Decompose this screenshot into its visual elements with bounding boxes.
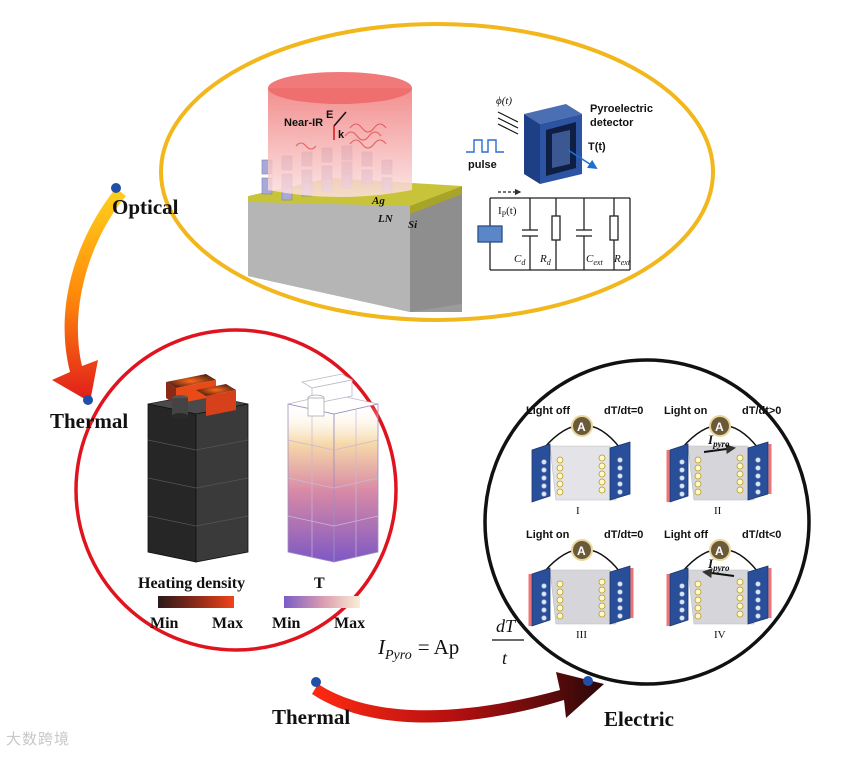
cd-label: Cd [514,253,526,267]
metasurface-device: Near-IR E k Ag LN Si [248,72,462,312]
electric-case-3: Light on dT/dt=0A III [526,529,643,641]
detector-label-line2: detector [590,117,634,129]
electric-case-1: Light off dT/dt=0A I [526,405,643,517]
case-roman-label: IV [714,629,726,641]
node-thermal-bottom [311,677,321,687]
svg-text:dT: dT [496,616,517,636]
left-electrode [669,443,689,503]
temperature-max-label: Max [334,615,365,632]
case-rate-label: dT/dt<0 [742,529,781,541]
stage-label-electric: Electric [604,707,674,731]
case-state-label: Light off [526,405,570,417]
stage-label-thermal-top: Thermal [50,409,128,433]
case-rate-label: dT/dt>0 [742,405,781,417]
equivalent-circuit [477,188,631,271]
svg-text:A: A [715,544,724,558]
left-electrode [531,567,551,627]
near-ir-label: Near-IR [284,117,323,129]
left-electrode [669,567,689,627]
case-state-label: Light on [526,529,570,541]
pyro-current-equation: IPyro= Ap dT t [377,616,524,668]
temperature-label: T(t) [588,141,606,153]
case-state-label: Light on [664,405,708,417]
electric-ring [483,358,811,686]
ammeter-icon [571,539,593,561]
thermal-ring [74,328,398,652]
e-field-label: E [326,109,333,121]
heating-max-label: Max [212,615,243,632]
left-electrode [531,443,551,503]
ipyro-label: Ipyro [707,556,730,573]
temperature-min-label: Min [272,615,301,632]
case-roman-label: I [576,505,580,517]
rext-label: Rext [613,253,631,267]
svg-text:t: t [502,648,508,668]
right-electrode [747,565,769,625]
right-electrode [609,565,631,625]
temperature-block [287,373,379,563]
case-roman-label: II [714,505,722,517]
node-optical [111,183,121,193]
ipyro-label: Ipyro [707,432,730,449]
si-label: Si [408,219,418,231]
svg-text:A: A [577,544,586,558]
pyroelectric-detector: ϕ(t) pulse Pyroelectric detector T(t) [466,95,653,184]
svg-text:IPyro= Ap: IPyro= Ap [377,635,459,663]
temperature-title: T [314,575,325,592]
right-electrode [747,441,769,501]
pulse-label: pulse [468,159,497,171]
ln-label: LN [377,213,394,225]
optical-ring [159,22,715,322]
ammeter-icon [571,415,593,437]
case-roman-label: III [576,629,587,641]
heating-colorbar [158,596,234,608]
case-rate-label: dT/dt=0 [604,529,643,541]
current-source-label: IP(t) [498,205,517,219]
watermark: 大数跨境 [6,730,71,748]
rd-label: Rd [539,253,552,267]
stage-label-optical: Optical [112,195,179,219]
stage-label-thermal-bottom: Thermal [272,705,350,729]
heating-min-label: Min [150,615,179,632]
node-thermal-top [83,395,93,405]
svg-text:A: A [577,420,586,434]
case-state-label: Light off [664,529,708,541]
temperature-colorbar [284,596,360,608]
node-electric [583,676,593,686]
detector-label-line1: Pyroelectric [590,103,653,115]
cext-label: Cext [586,253,603,267]
k-vector-label: k [338,129,345,141]
ammeter-icon [709,539,731,561]
right-electrode [609,441,631,501]
optical-to-thermal-arrow [52,188,126,402]
ag-label: Ag [371,195,385,207]
heating-density-block [147,374,249,563]
case-rate-label: dT/dt=0 [604,405,643,417]
phi-label: ϕ(t) [496,95,512,107]
heating-density-title: Heating density [138,575,245,592]
svg-text:A: A [715,420,724,434]
ammeter-icon [709,415,731,437]
thermal-to-electric-arrow [312,672,604,723]
